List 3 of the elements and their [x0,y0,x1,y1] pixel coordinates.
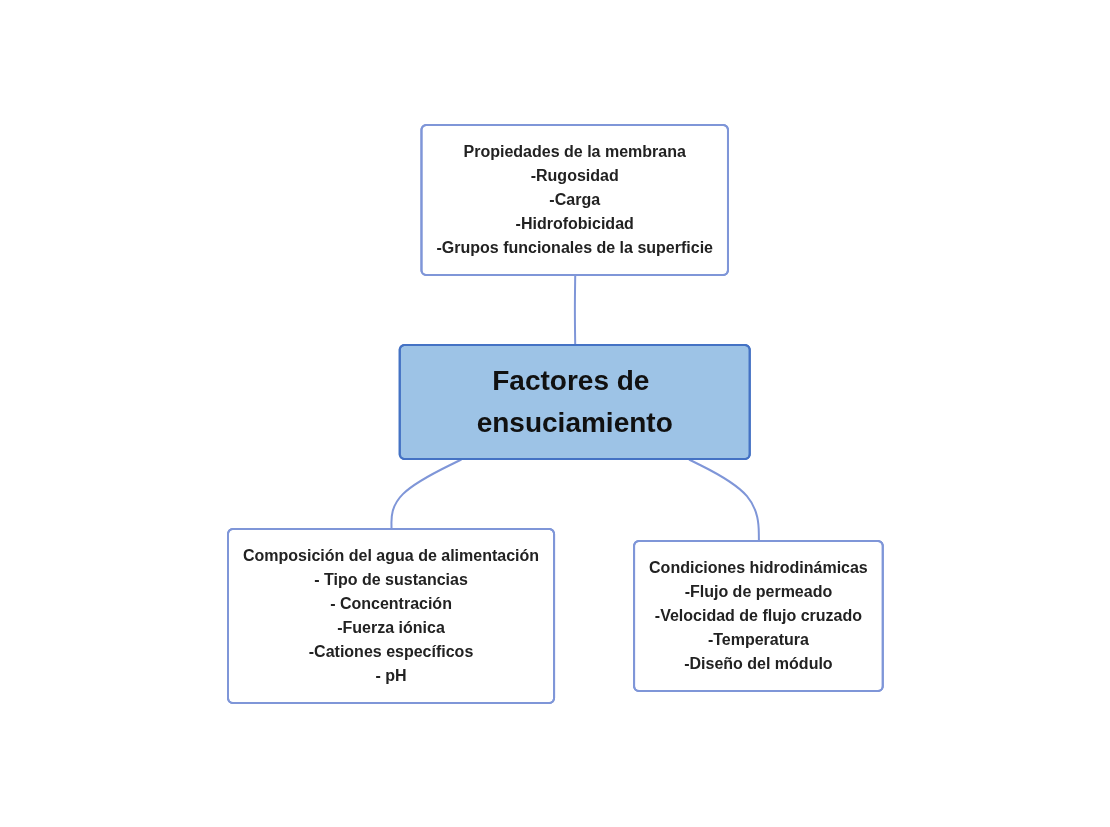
connector [390,458,462,530]
connector [687,458,760,542]
connector [573,274,576,346]
